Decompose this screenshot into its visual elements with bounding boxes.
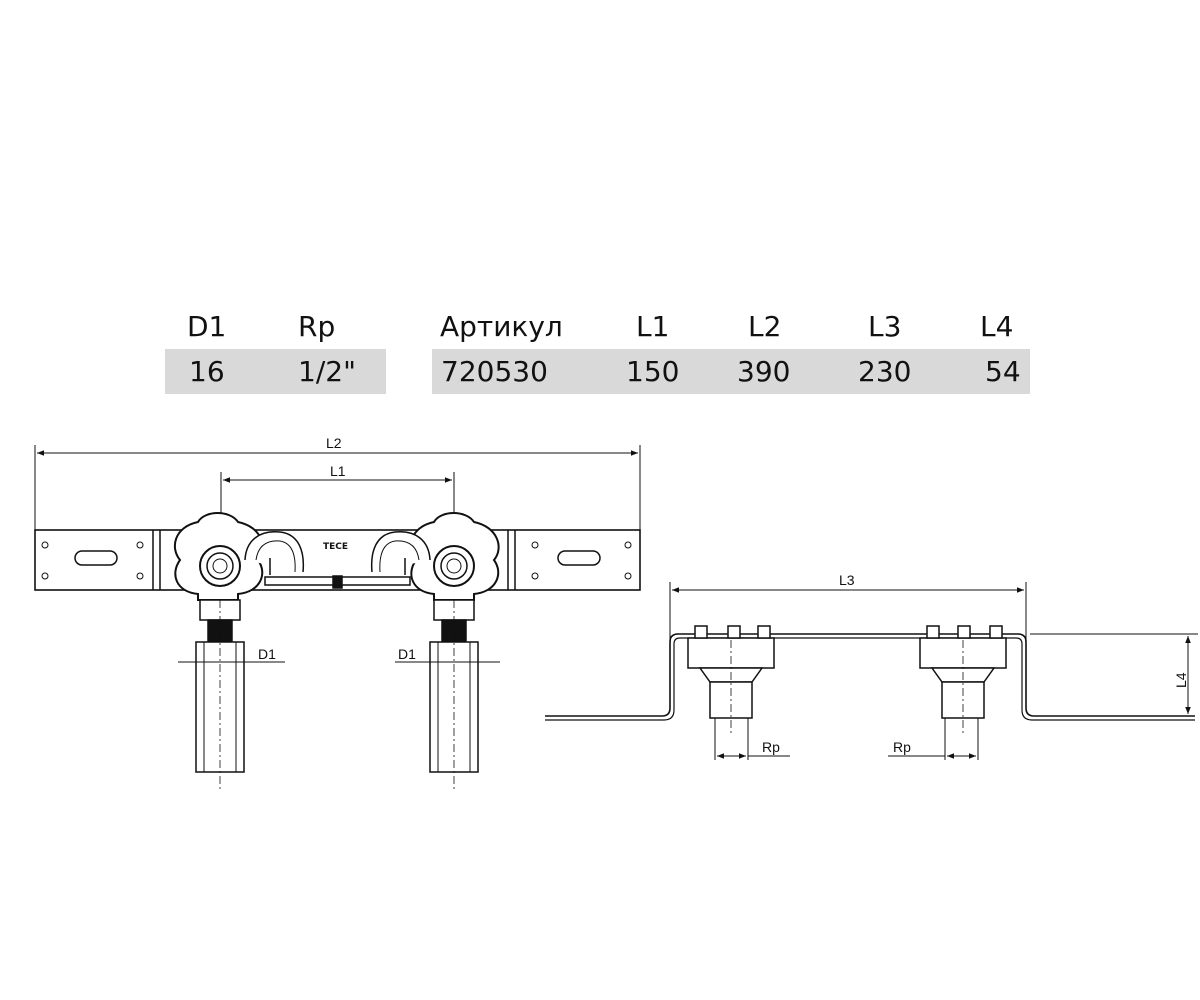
label-d1-right: D1 xyxy=(398,646,416,662)
cell-l2: 390 xyxy=(737,355,791,388)
header-l2: L2 xyxy=(748,310,782,343)
dimension-l3 xyxy=(669,582,1027,640)
rail-profile xyxy=(545,633,1195,721)
label-l1: L1 xyxy=(330,463,346,479)
cell-l3: 230 xyxy=(858,355,912,388)
side-view xyxy=(545,582,1198,760)
brand-mark: TECE xyxy=(323,542,348,552)
header-rp: Rp xyxy=(298,310,336,343)
right-wall-plate-elbow xyxy=(370,512,500,790)
dimension-l4 xyxy=(1030,633,1198,714)
label-rp-left: Rp xyxy=(762,739,780,755)
cell-rp: 1/2" xyxy=(298,355,356,388)
table-row-band-right xyxy=(432,349,1030,394)
dimension-l2 xyxy=(34,445,641,530)
label-l4: L4 xyxy=(1173,672,1189,688)
label-l2: L2 xyxy=(326,435,342,451)
cell-article: 720530 xyxy=(441,355,548,388)
table-row-band-left xyxy=(165,349,386,394)
header-l4: L4 xyxy=(980,310,1014,343)
header-article: Артикул xyxy=(440,310,563,343)
cell-d1: 16 xyxy=(189,355,225,388)
mounting-rail xyxy=(34,529,641,591)
label-l3: L3 xyxy=(839,572,855,588)
left-wall-plate-elbow xyxy=(173,512,305,790)
header-d1: D1 xyxy=(187,310,227,343)
header-l3: L3 xyxy=(868,310,902,343)
header-l1: L1 xyxy=(636,310,670,343)
label-rp-right: Rp xyxy=(893,739,911,755)
left-fitting-side xyxy=(687,625,790,760)
label-d1-left: D1 xyxy=(258,646,276,662)
cell-l1: 150 xyxy=(626,355,680,388)
front-view xyxy=(34,445,641,790)
cell-l4: 54 xyxy=(985,355,1021,388)
right-fitting-side xyxy=(888,625,1007,760)
